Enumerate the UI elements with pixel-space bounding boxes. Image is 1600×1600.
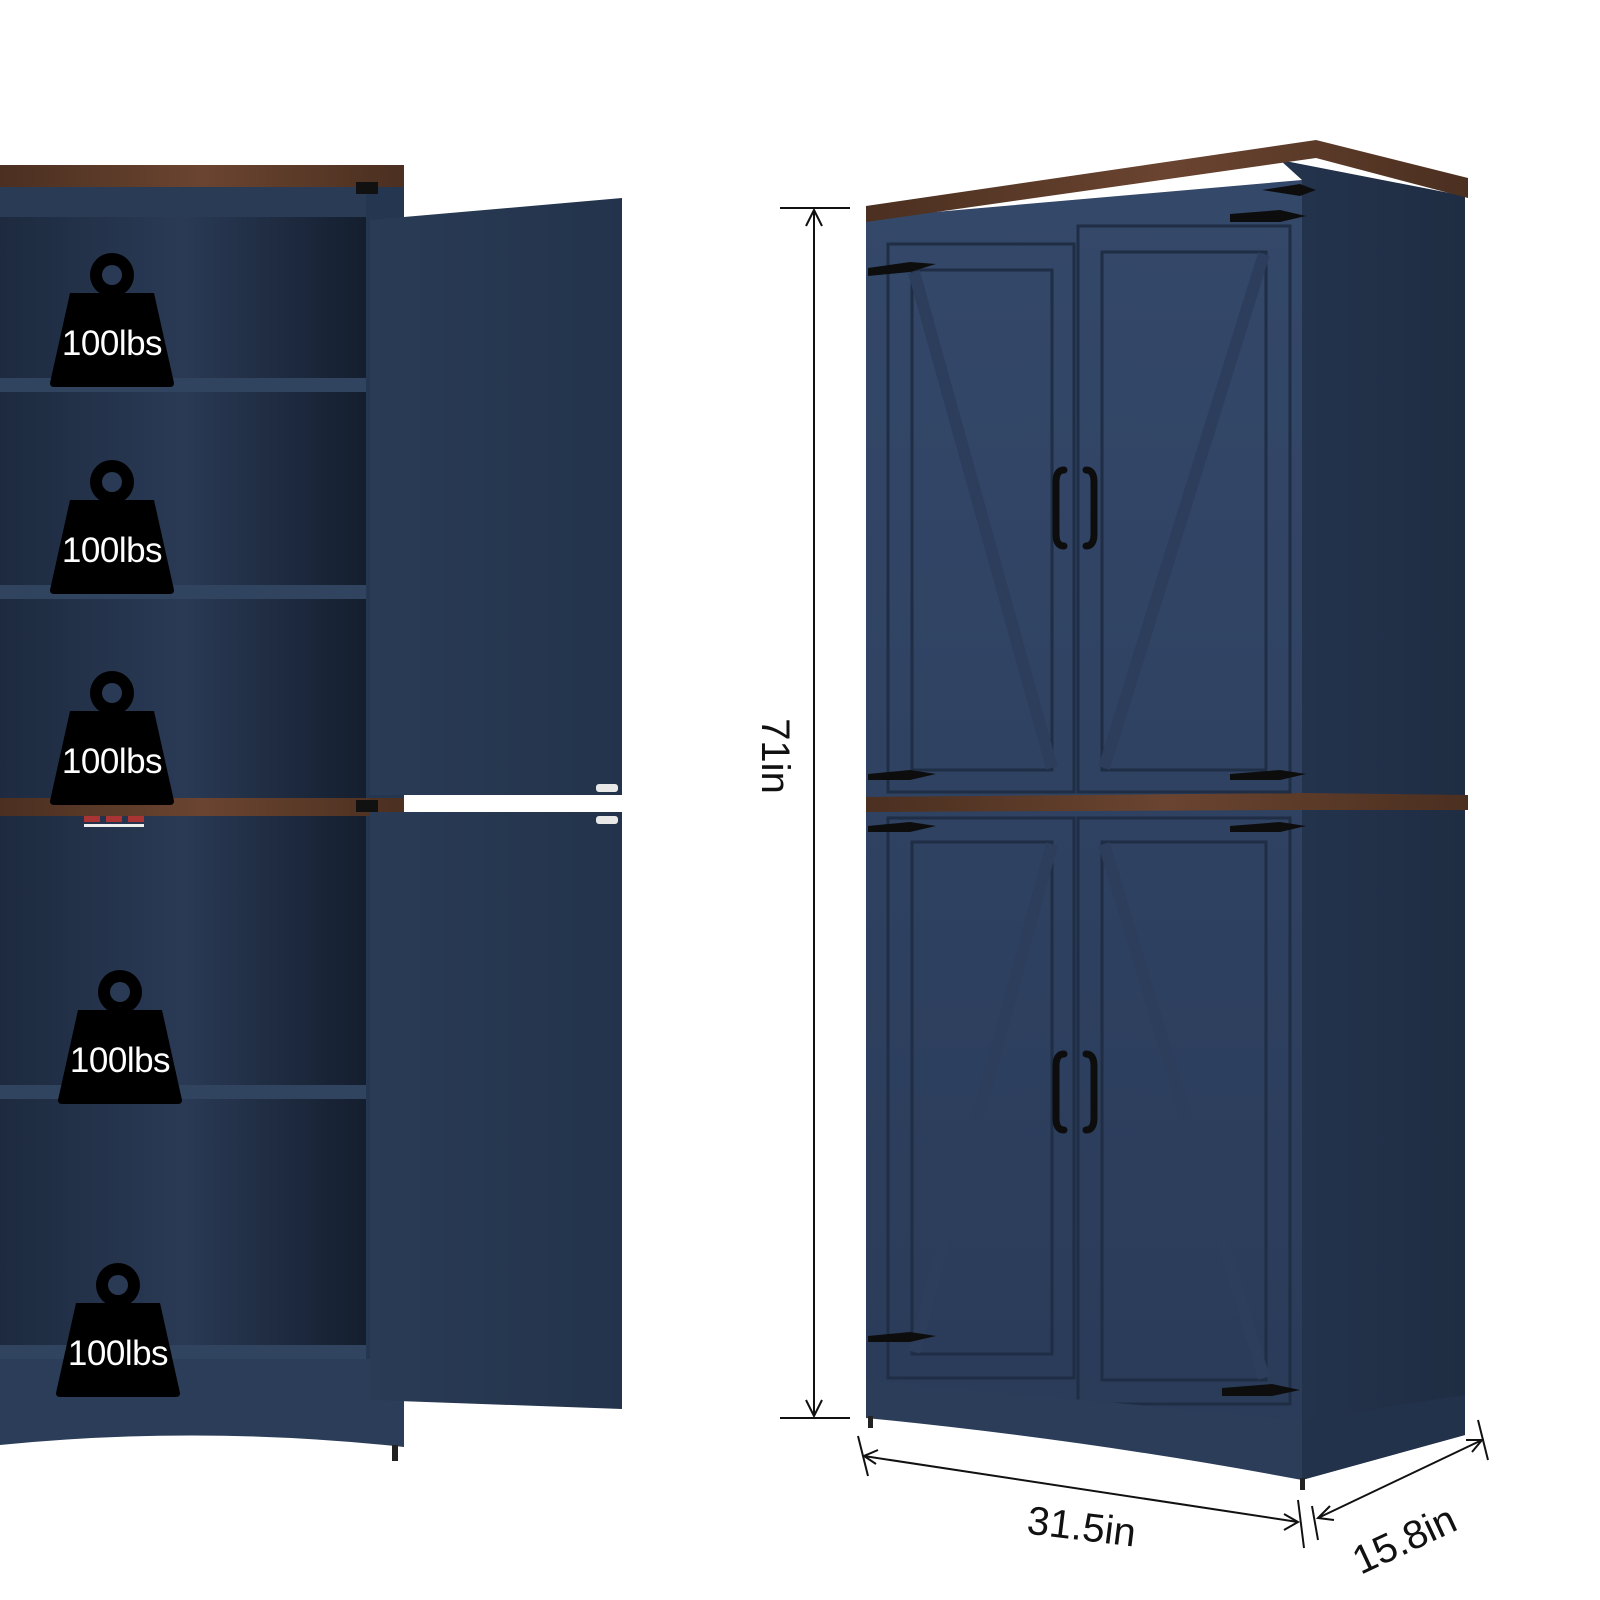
open-door-lower	[370, 812, 622, 1409]
hinge-icon	[868, 822, 936, 832]
weight-icon	[50, 671, 174, 805]
divider-wood-strip	[866, 793, 1468, 812]
weight-badges: 100lbs 100lbs 100lbs 100lbs 100lbs	[50, 253, 182, 1397]
height-dimension	[780, 207, 850, 1419]
handle-icon	[1052, 1050, 1098, 1134]
hinge-icon	[868, 262, 936, 276]
hinge-icon	[868, 1332, 936, 1342]
hinge-icon	[1230, 210, 1306, 222]
hinge-icon	[356, 182, 378, 194]
weight-icon	[50, 460, 174, 594]
weight-label: 100lbs	[62, 531, 162, 570]
hinge-icon	[356, 800, 378, 812]
x-brace	[1098, 252, 1270, 770]
cabinet-side	[1280, 160, 1465, 1480]
depth-dimension	[1311, 1419, 1489, 1541]
closed-cabinet	[866, 140, 1468, 1490]
height-label: 71in	[753, 718, 797, 794]
width-dimension	[857, 1435, 1305, 1549]
lower-doors	[886, 816, 1292, 1406]
open-cabinet	[0, 165, 622, 1461]
weight-icon	[58, 970, 182, 1104]
x-brace	[908, 842, 1058, 1354]
x-brace	[1098, 842, 1270, 1380]
hinge-icon	[1222, 1384, 1300, 1396]
weight-label: 100lbs	[68, 1334, 168, 1373]
hinge-icon	[1262, 184, 1316, 196]
cabinet-wood-top	[0, 165, 404, 187]
handle-icon	[1052, 466, 1098, 550]
weight-icon	[50, 253, 174, 387]
hinge-icon	[868, 770, 936, 780]
hinge-icon	[1230, 822, 1306, 832]
width-label: 31.5in	[1025, 1499, 1139, 1556]
cabinet-interior	[0, 217, 366, 1427]
weight-label: 100lbs	[62, 324, 162, 363]
weight-label: 100lbs	[70, 1041, 170, 1080]
depth-label: 15.8in	[1346, 1497, 1463, 1583]
weight-icon	[56, 1263, 180, 1397]
upper-doors	[886, 224, 1292, 794]
open-door-upper	[370, 198, 622, 795]
shelf	[0, 1345, 366, 1359]
shelf	[0, 1085, 366, 1099]
weight-label: 100lbs	[62, 742, 162, 781]
x-brace	[908, 270, 1058, 770]
hinge-icon	[1230, 770, 1306, 780]
